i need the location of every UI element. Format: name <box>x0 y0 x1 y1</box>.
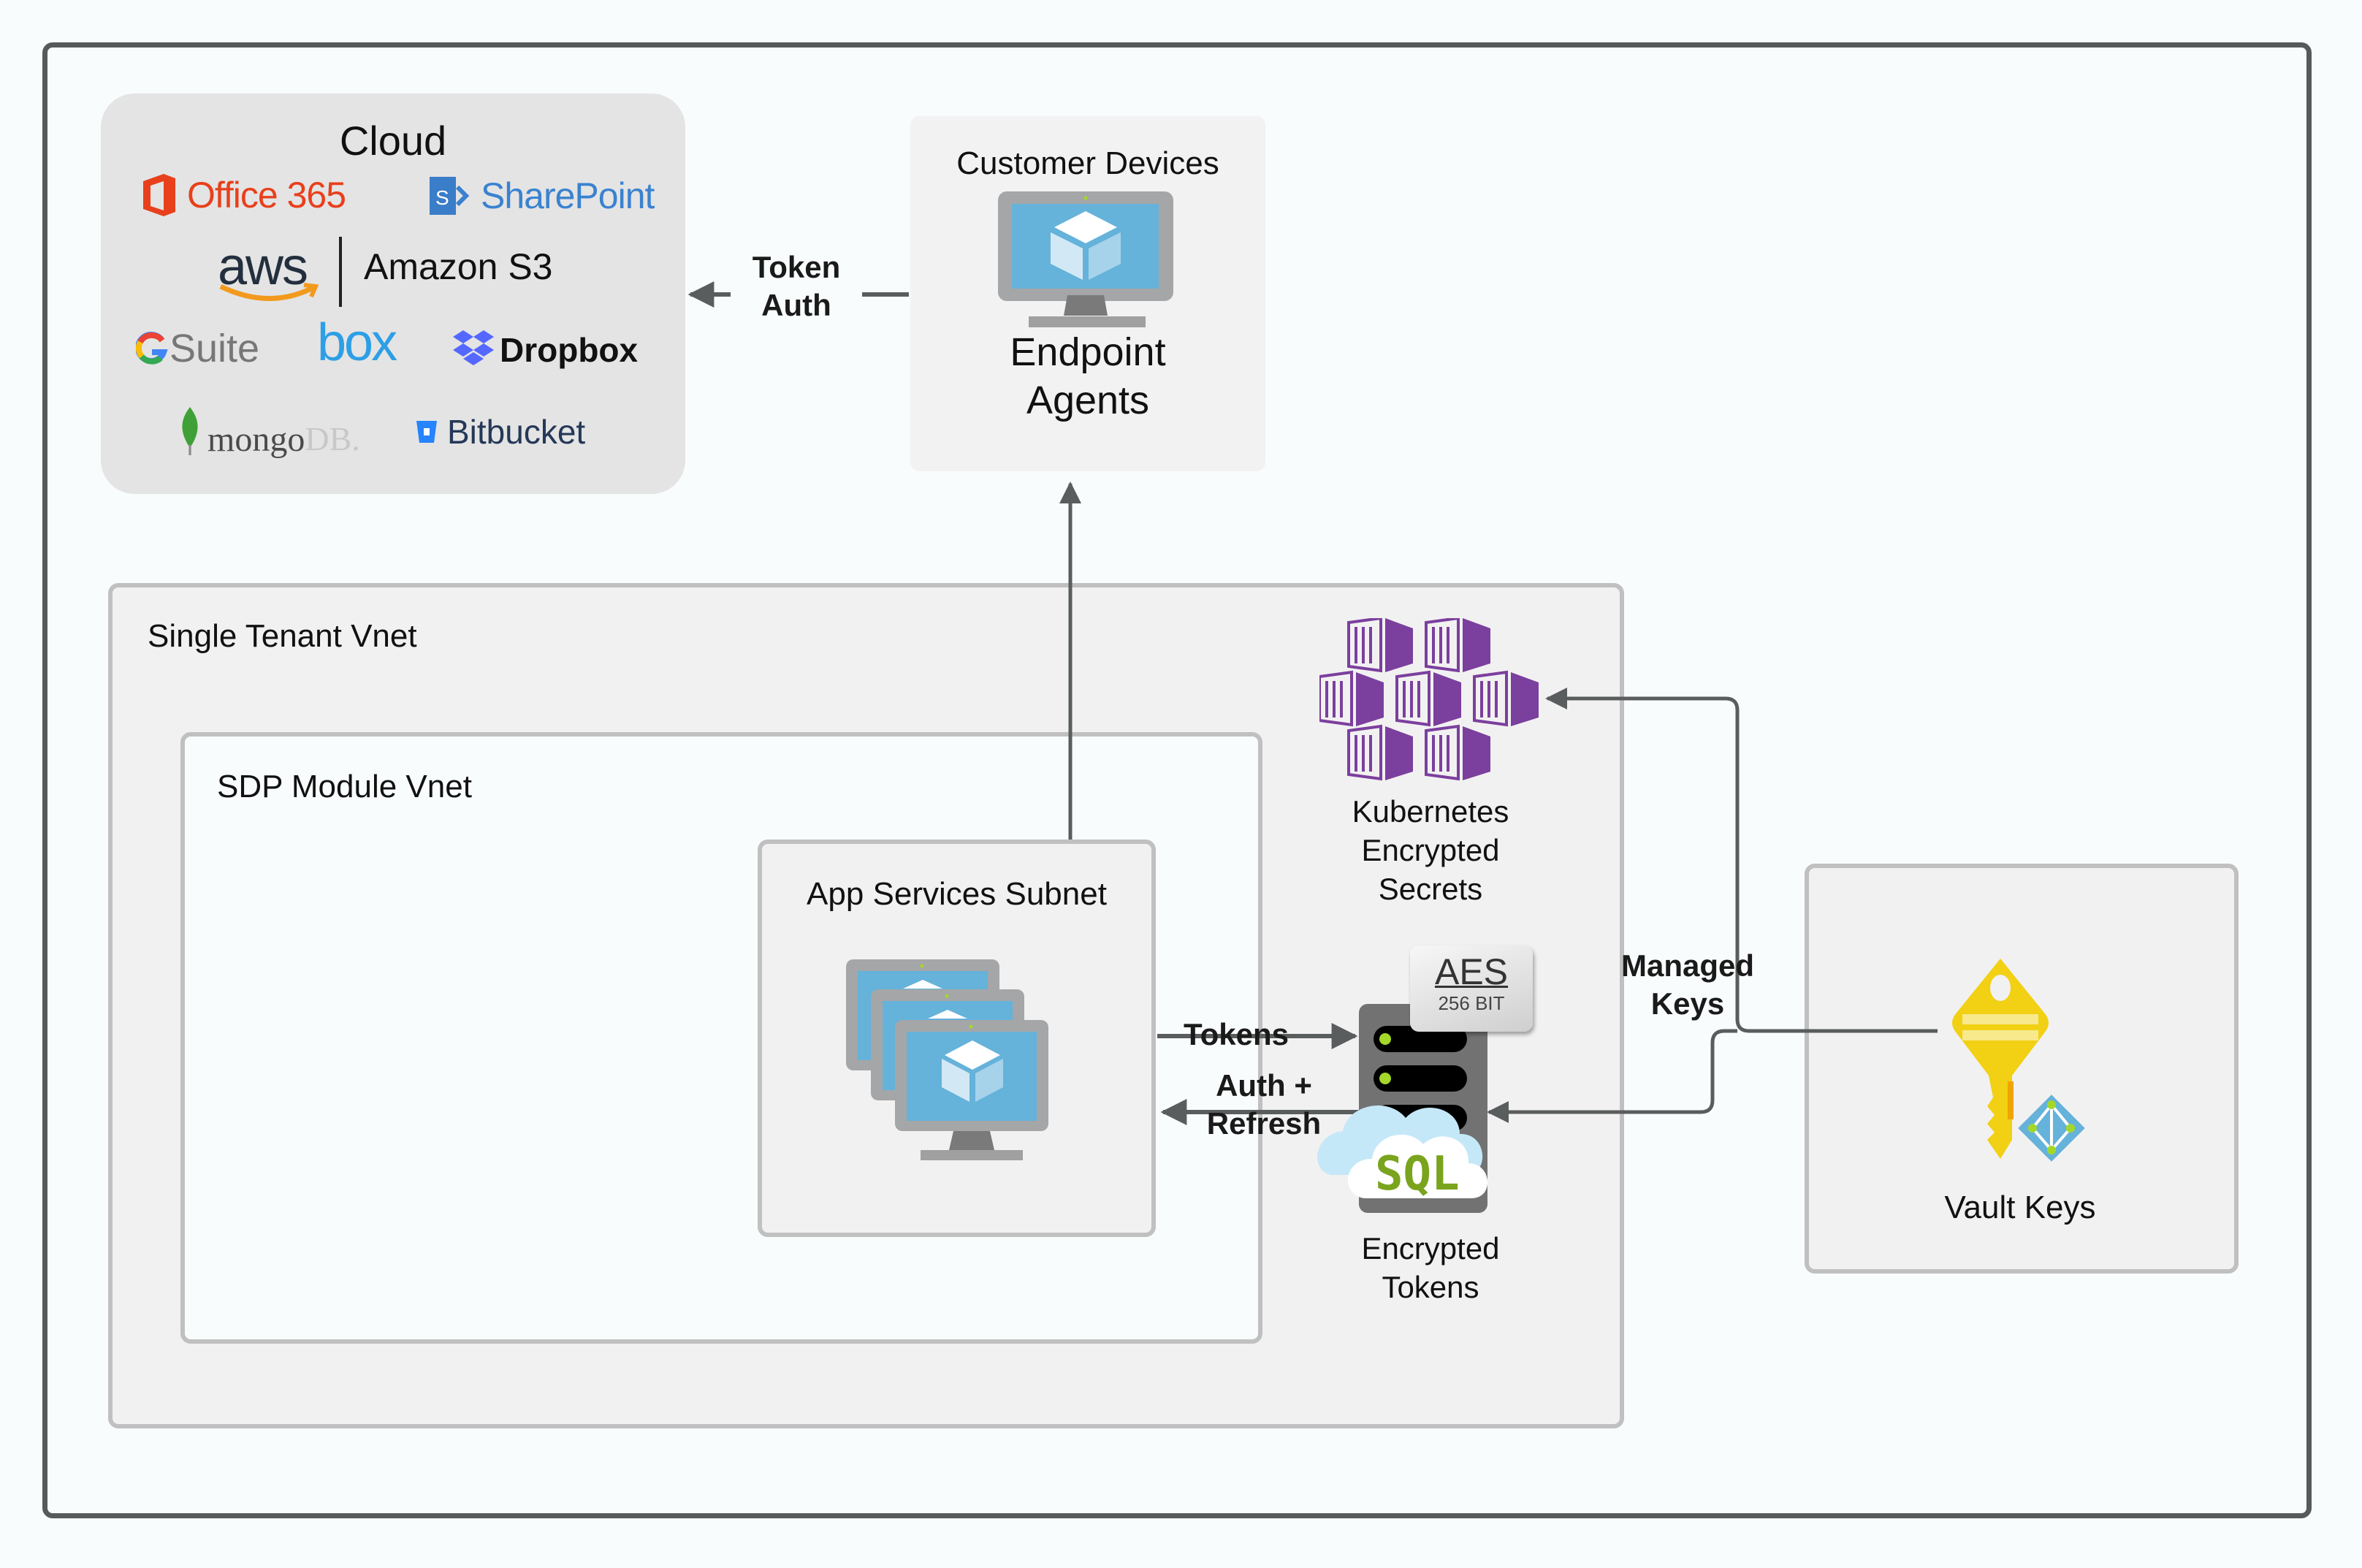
sql-cloud-text: SQL <box>1375 1147 1460 1201</box>
aes-badge-main: AES <box>1434 951 1509 992</box>
token-auth-line2: Auth <box>761 288 831 322</box>
sharepoint-icon: S <box>430 177 470 215</box>
kubernetes-line2: Encrypted <box>1361 833 1500 867</box>
auth-refresh-label: Auth + Refresh <box>1198 1067 1330 1143</box>
k8s-pod <box>1347 618 1413 673</box>
aes-badge-sub: 256 BIT <box>1438 992 1505 1014</box>
kubernetes-caption: Kubernetes Encrypted Secrets <box>1321 792 1540 908</box>
vault-keys-group[interactable] <box>1805 864 2239 1274</box>
app-services-subnet-label: App Services Subnet <box>807 876 1107 912</box>
auth-refresh-line1: Auth + <box>1216 1068 1312 1103</box>
mongodb-label: mongo <box>207 420 305 459</box>
box-logo: box <box>317 313 397 372</box>
dropbox-logo: Dropbox <box>452 329 638 371</box>
kubernetes-line3: Secrets <box>1378 872 1483 906</box>
sharepoint-label: SharePoint <box>481 175 655 216</box>
aes-256-badge: AES 256 BIT <box>1410 945 1533 1032</box>
managed-keys-label: Managed Keys <box>1615 947 1761 1023</box>
bitbucket-logo: Bitbucket <box>415 412 585 452</box>
kubernetes-line1: Kubernetes <box>1352 794 1509 829</box>
diagram-frame <box>42 42 2312 1518</box>
tokens-label: Tokens <box>1184 1017 1289 1051</box>
kubernetes-icon[interactable] <box>1319 618 1543 783</box>
gsuite-label: Suite <box>169 327 260 370</box>
managed-keys-line2: Keys <box>1650 986 1725 1021</box>
token-auth-label: Token Auth <box>731 248 862 324</box>
customer-devices-title: Customer Devices <box>956 145 1219 181</box>
office365-label: Office 365 <box>187 175 346 216</box>
sql-server-icon[interactable]: SQL AES 256 BIT <box>1315 943 1549 1220</box>
sdp-module-vnet-label: SDP Module Vnet <box>217 769 472 804</box>
sql-caption-line2: Tokens <box>1382 1270 1479 1304</box>
aws-label: aws <box>218 237 308 296</box>
mongodb-leaf-icon <box>182 406 198 455</box>
managed-keys-kubernetes-edge[interactable] <box>1545 688 1938 1033</box>
bitbucket-label: Bitbucket <box>447 413 586 451</box>
vm-scale-set-icon <box>846 959 1048 1160</box>
office365-icon <box>143 174 175 216</box>
auth-refresh-line2: Refresh <box>1206 1106 1322 1141</box>
aws-smile-icon <box>219 283 319 301</box>
managed-keys-line1: Managed <box>1620 948 1755 983</box>
endpoint-agents-line1: Endpoint <box>1010 330 1166 374</box>
customer-devices-group[interactable]: Customer Devices Endpoint Agents <box>910 116 1265 471</box>
google-icon <box>136 332 168 365</box>
dropbox-label: Dropbox <box>500 331 639 369</box>
sql-caption: Encrypted Tokens <box>1321 1229 1540 1306</box>
key-vault-icon[interactable] <box>1936 959 2111 1178</box>
bitbucket-icon <box>416 421 437 443</box>
vault-keys-label: Vault Keys <box>1944 1190 2096 1225</box>
single-tenant-vnet-label: Single Tenant Vnet <box>148 618 417 654</box>
mongodb-logo: mongo DB. <box>178 402 360 460</box>
virtual-machine-icon <box>998 191 1173 327</box>
svg-text:S: S <box>435 186 449 209</box>
aws-logo: aws <box>218 237 320 310</box>
cloud-group[interactable]: Cloud Office 365 S SharePoint aws Amazon… <box>101 94 685 494</box>
mongodb-db-label: DB. <box>305 420 360 457</box>
sharepoint-logo: S SharePoint <box>428 174 655 218</box>
cloud-title: Cloud <box>339 118 447 164</box>
office365-logo: Office 365 <box>140 172 346 218</box>
amazon-s3-label: Amazon S3 <box>364 246 553 287</box>
sql-caption-line1: Encrypted <box>1361 1231 1500 1266</box>
dropbox-icon <box>453 330 494 365</box>
token-auth-line1: Token <box>752 250 841 284</box>
gsuite-logo: Suite <box>136 326 259 371</box>
managed-keys-sql-edge[interactable] <box>1487 1029 1737 1123</box>
server-rack-icon: SQL <box>1317 1004 1488 1213</box>
endpoint-agents-line2: Agents <box>1026 378 1150 422</box>
app-services-subnet-group[interactable]: App Services Subnet <box>758 840 1156 1237</box>
endpoint-agents-label: Endpoint Agents <box>910 328 1265 425</box>
aws-divider <box>339 237 342 307</box>
